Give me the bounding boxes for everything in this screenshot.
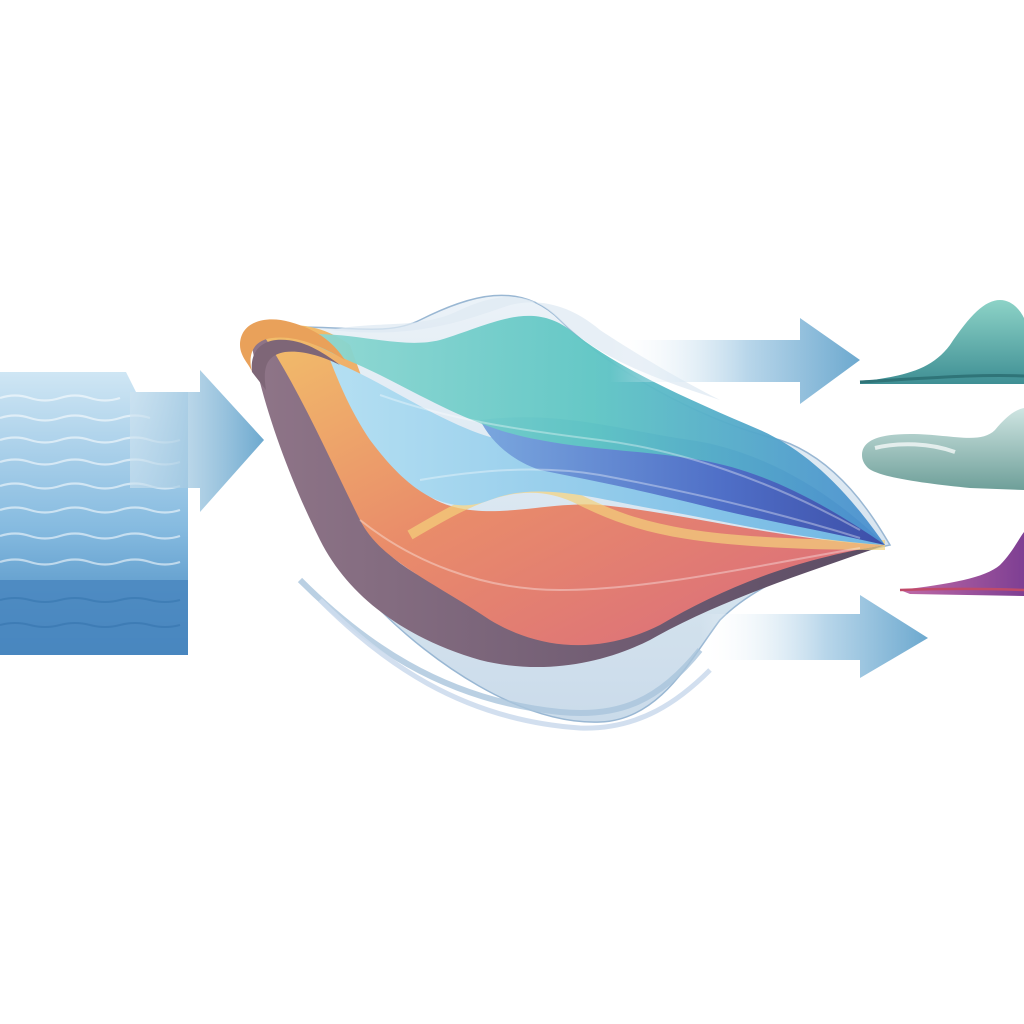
layered-wave-icon — [240, 294, 892, 731]
arrow-input-to-transform — [130, 370, 264, 512]
wave-profile-icon-1 — [859, 300, 1024, 384]
wave-profile-icon-3 — [899, 532, 1024, 596]
wave-profile-icon-2 — [862, 408, 1024, 490]
arrow-transform-to-output-3 — [700, 595, 928, 678]
arrow-transform-to-output-1 — [610, 318, 860, 404]
